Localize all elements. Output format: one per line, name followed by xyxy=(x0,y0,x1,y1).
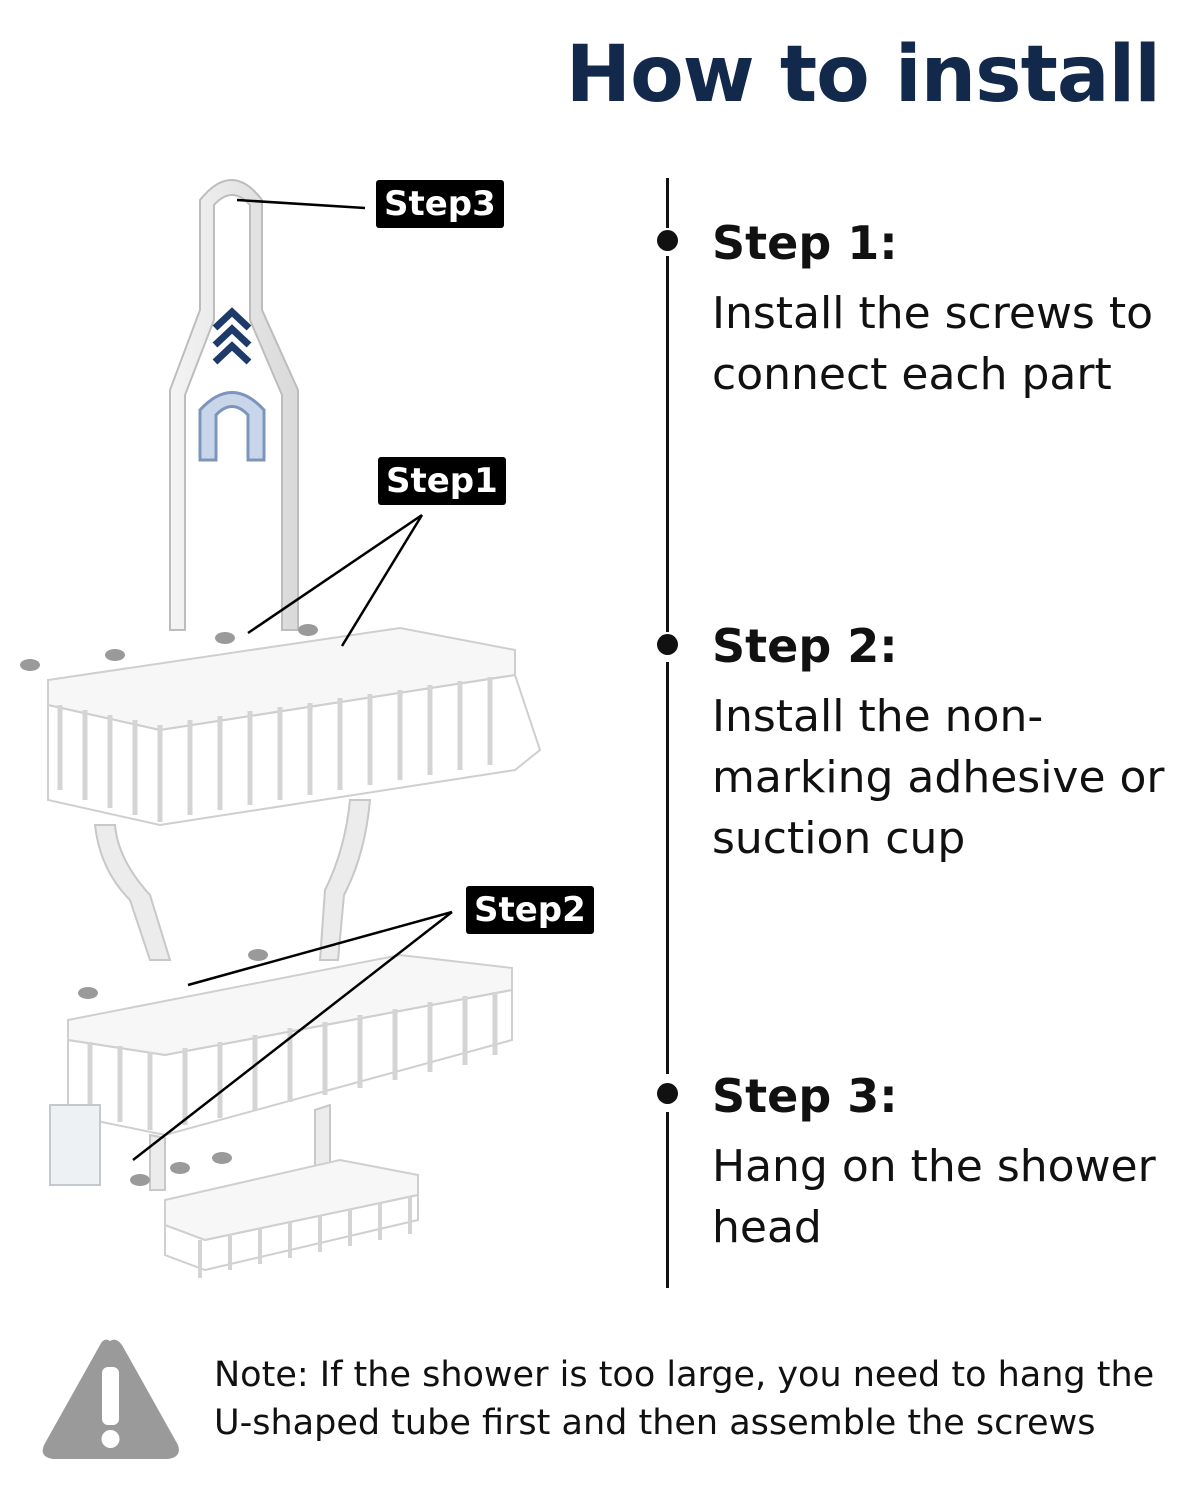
connector-arm-left xyxy=(93,824,172,961)
note-text: Note: If the shower is too large, you ne… xyxy=(214,1351,1154,1447)
callout-step2: Step2 xyxy=(466,886,594,934)
screw-icons xyxy=(20,624,318,1186)
shower-caddy-illustration: Step3 Step1 Step2 xyxy=(0,160,620,1320)
note-line-2: U-shaped tube first and then assemble th… xyxy=(214,1403,1096,1443)
callout-step3: Step3 xyxy=(376,180,504,228)
connector-arm-lower xyxy=(149,1133,166,1191)
step-2-description: Install the non-marking adhesive or suct… xyxy=(712,690,1165,864)
u-clamp xyxy=(198,391,266,462)
soap-dish xyxy=(164,1158,419,1278)
step-1: Step 1: Install the screws to connect ea… xyxy=(712,218,1172,405)
step-3-title: Step 3: xyxy=(712,1069,898,1123)
suction-cup xyxy=(49,1104,101,1186)
steps-timeline xyxy=(657,178,678,1288)
top-basket xyxy=(47,626,542,827)
step-2-title: Step 2: xyxy=(712,619,898,673)
step-3-description: Hang on the shower head xyxy=(712,1140,1156,1253)
chevron-up-icon xyxy=(212,307,252,365)
connector-arm-right xyxy=(318,799,372,961)
timeline-dot xyxy=(657,634,678,655)
middle-basket xyxy=(49,953,513,1186)
callout-lines xyxy=(132,198,453,1161)
callout-step1: Step1 xyxy=(378,457,506,505)
warning-triangle-icon xyxy=(42,1339,179,1459)
shower-caddy-drawing xyxy=(20,179,542,1278)
note-line-1: Note: If the shower is too large, you ne… xyxy=(214,1355,1155,1395)
note-section: Note: If the shower is too large, you ne… xyxy=(38,1335,1168,1465)
timeline-dot xyxy=(657,230,678,251)
hanger-arm xyxy=(169,179,299,631)
step-1-description: Install the screws to connect each part xyxy=(712,287,1154,400)
step-1-title: Step 1: xyxy=(712,216,898,270)
page-title: How to install xyxy=(565,30,1161,120)
timeline-dot xyxy=(657,1083,678,1104)
step-3: Step 3: Hang on the shower head xyxy=(712,1071,1172,1258)
step-2: Step 2: Install the non-marking adhesive… xyxy=(712,621,1172,869)
